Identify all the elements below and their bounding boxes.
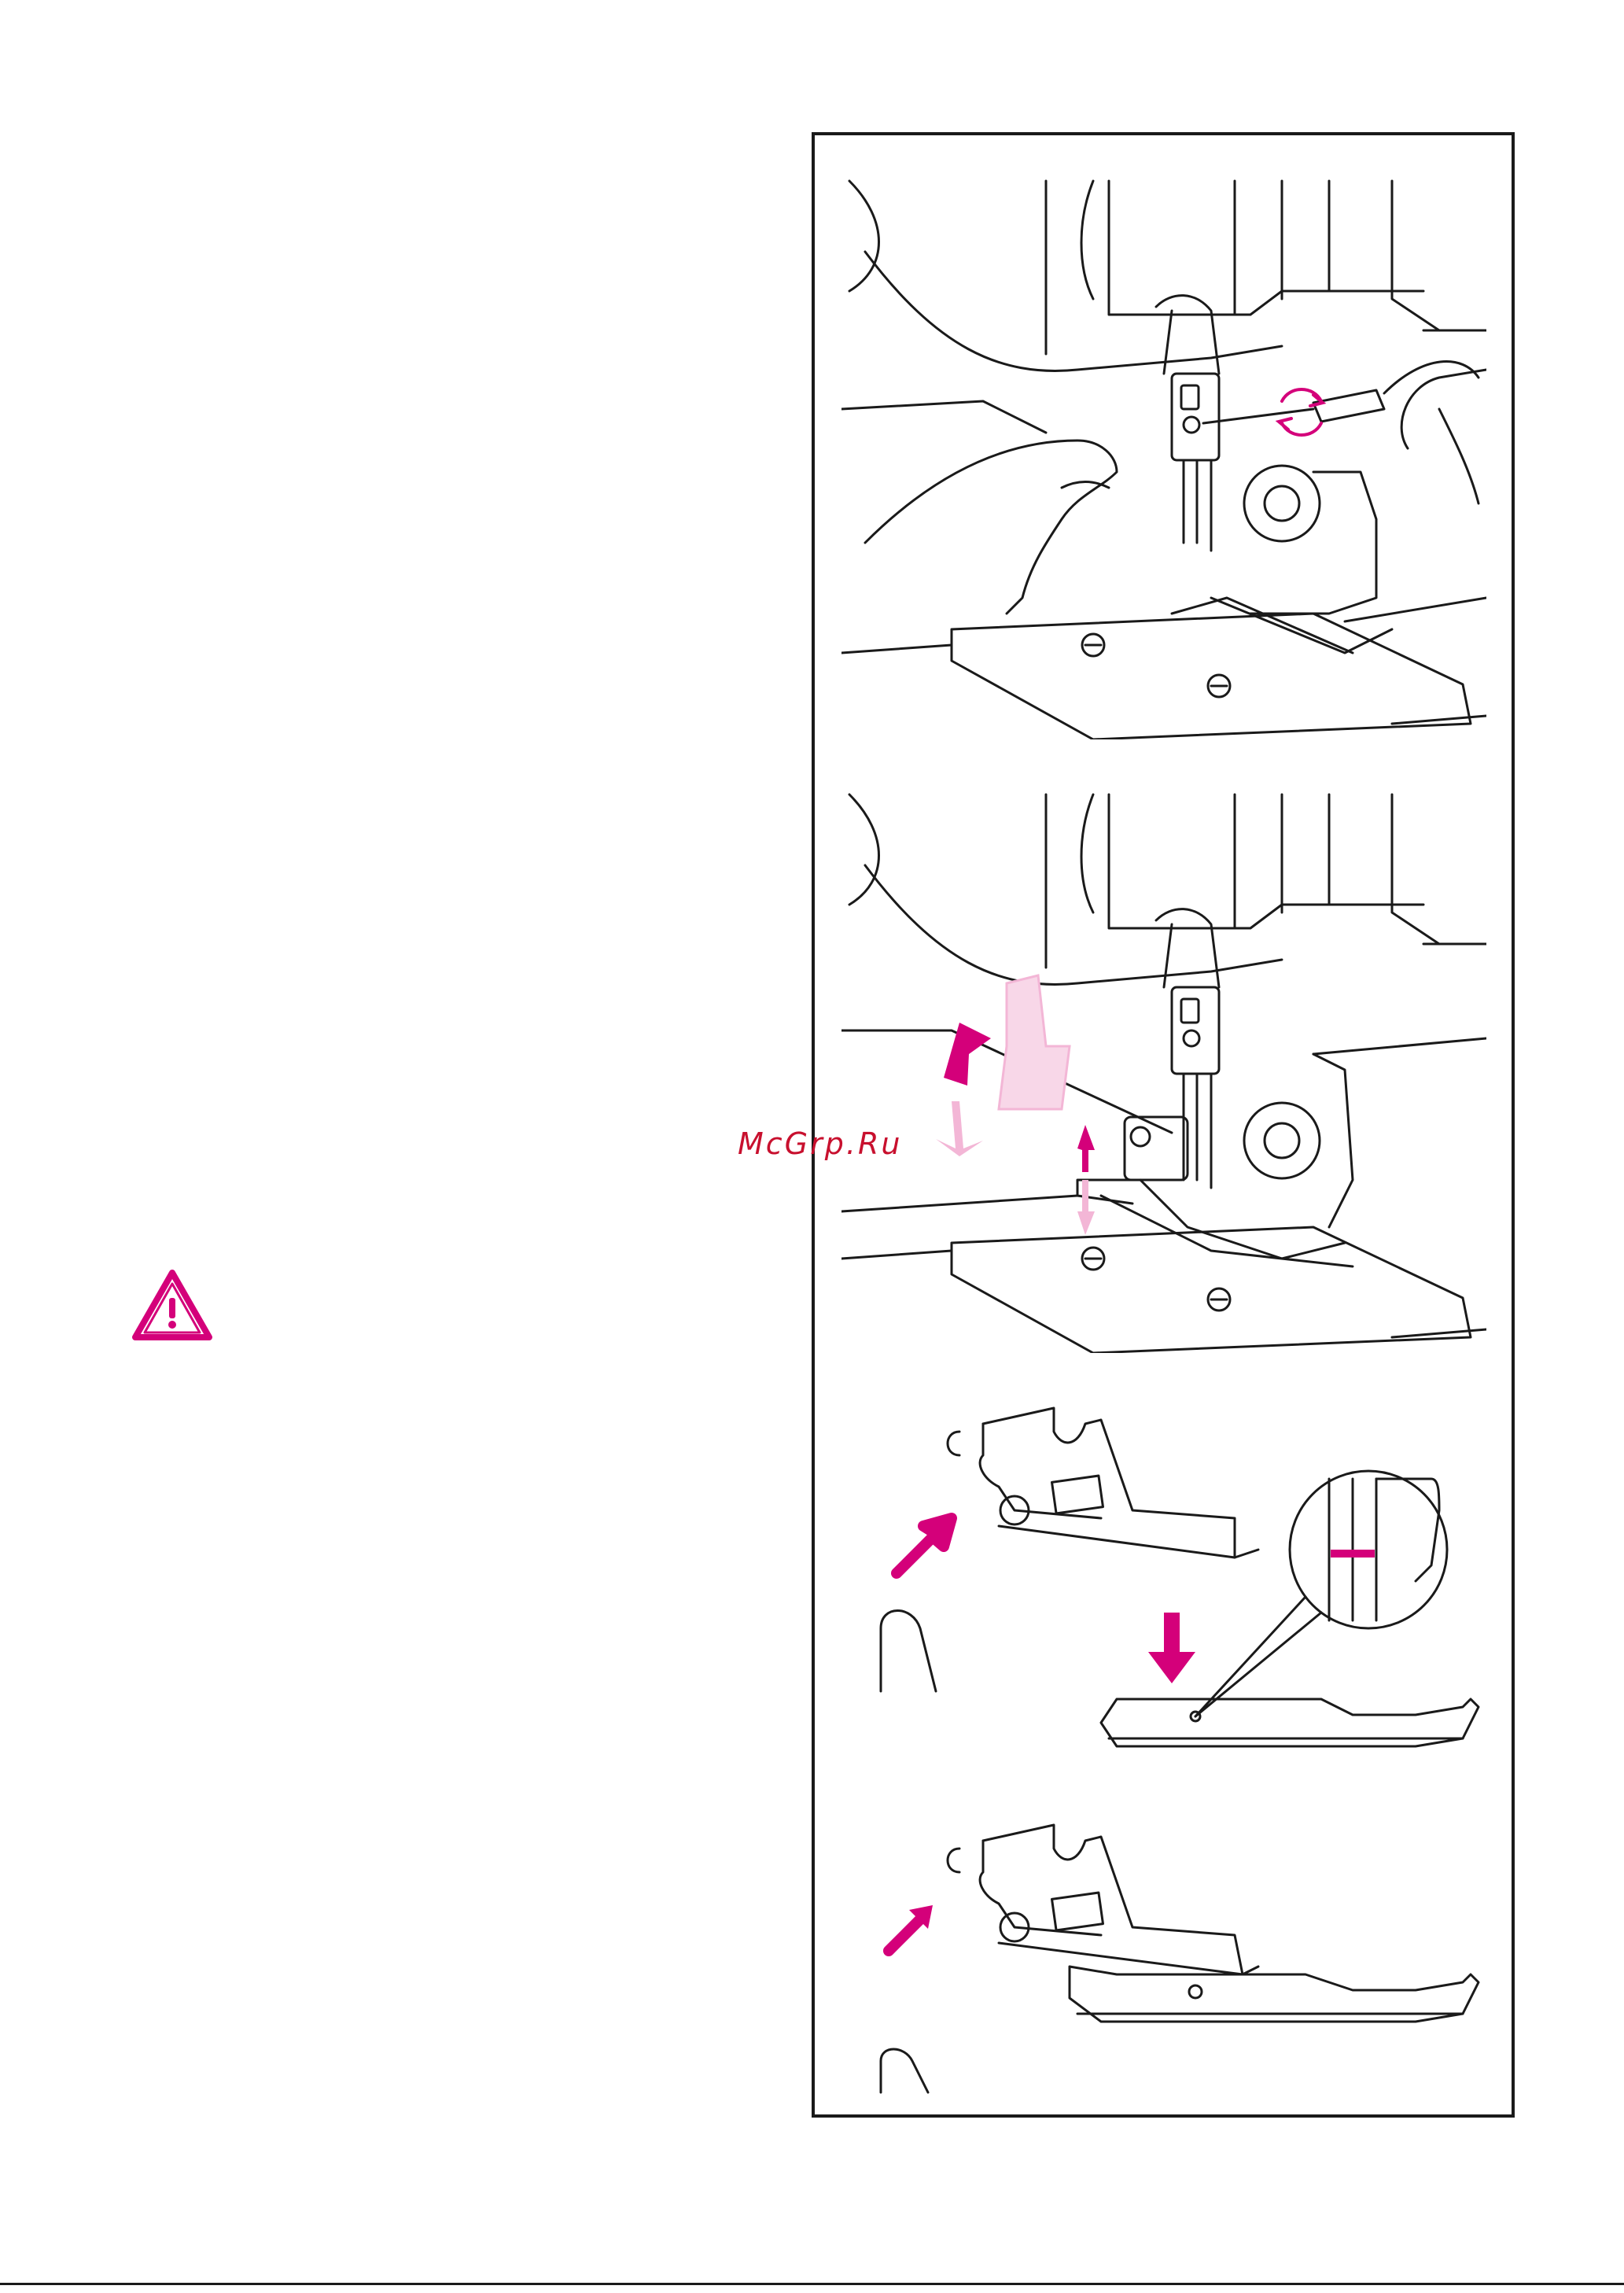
- watermark: McGrp.Ru: [738, 1126, 902, 1161]
- figure-presser-foot-detach: [865, 1392, 1486, 1786]
- figure-presser-lever: [841, 787, 1486, 1353]
- figure-needle-clamp: [841, 173, 1486, 739]
- down-arrow-icon: [1148, 1613, 1195, 1683]
- up-arrow-icon: [897, 1518, 952, 1573]
- footer-rule: [0, 2283, 1624, 2285]
- up-arrow-icon: [889, 1905, 933, 1951]
- down-arrow-icon: [936, 1101, 983, 1156]
- figure-presser-foot-attach: [865, 1809, 1486, 2108]
- warning-triangle-icon: [131, 1268, 214, 1344]
- up-arrow-icon: [944, 1023, 991, 1086]
